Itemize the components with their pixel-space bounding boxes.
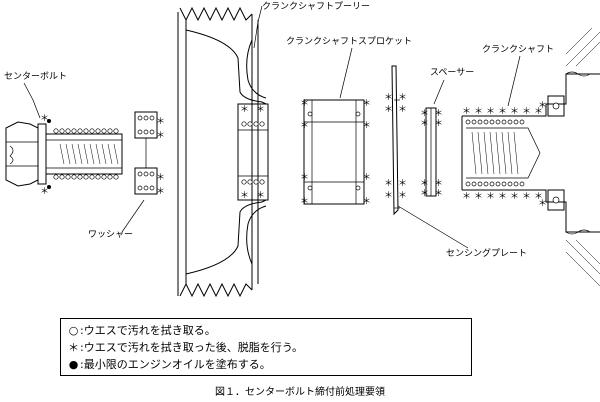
spacer: ＊＊ ＊＊ ＊＊ ＊＊ [420, 107, 443, 199]
leader-spacer [433, 79, 445, 105]
svg-text:＊: ＊ [498, 192, 507, 202]
svg-text:＊: ＊ [40, 114, 49, 124]
figure-caption: 図１．センターボルト締付前処理要領 [215, 387, 385, 398]
svg-text:＊: ＊ [398, 179, 407, 189]
svg-text:＊: ＊ [300, 197, 309, 207]
svg-text:＊: ＊ [510, 192, 519, 202]
svg-text:＊: ＊ [434, 109, 443, 119]
legend-row-wipe: ○:ウエスで汚れを拭き取る。 [67, 322, 465, 339]
svg-text:＊: ＊ [156, 117, 165, 127]
svg-text:＊: ＊ [384, 105, 393, 115]
legend-text-degrease: :ウエスで汚れを拭き取った後、脱脂を行う。 [80, 341, 304, 354]
svg-text:＊: ＊ [462, 107, 471, 117]
label-washer: ワッシャー [88, 230, 133, 240]
svg-text:＊: ＊ [434, 189, 443, 199]
legend-text-oil: :最小限のエンジンオイルを塗布する。 [80, 358, 271, 371]
label-sprocket: クランクシャフトスプロケット [286, 36, 412, 47]
svg-text:＊: ＊ [420, 109, 429, 119]
svg-text:＊: ＊ [434, 119, 443, 129]
svg-text:＊: ＊ [398, 105, 407, 115]
svg-text:＊: ＊ [462, 192, 471, 202]
label-sensing-plate: センシングプレート [446, 247, 527, 259]
svg-text:＊: ＊ [522, 192, 531, 202]
svg-text:＊: ＊ [300, 173, 309, 183]
leader-pulley [253, 5, 263, 49]
svg-text:＊: ＊ [420, 189, 429, 199]
label-spacer: スペーサー [430, 67, 474, 78]
svg-text:＊: ＊ [522, 107, 531, 117]
svg-text:＊: ＊ [510, 107, 519, 117]
svg-text:＊: ＊ [156, 173, 165, 183]
leader-sprocket [339, 47, 353, 99]
bolt-wipe-rings [53, 128, 119, 180]
svg-text:＊: ＊ [384, 93, 393, 103]
svg-text:＊: ＊ [420, 179, 429, 189]
legend-row-degrease: ＊:ウエスで汚れを拭き取った後、脱脂を行う。 [67, 339, 465, 356]
svg-text:＊: ＊ [156, 187, 165, 197]
svg-text:＊: ＊ [474, 192, 483, 202]
svg-text:＊: ＊ [486, 107, 495, 117]
center-bolt: ＊ ＊ [5, 114, 123, 197]
svg-text:＊: ＊ [538, 101, 547, 111]
svg-text:＊: ＊ [474, 107, 483, 117]
leader-center-bolt [23, 82, 41, 119]
svg-text:＊: ＊ [362, 173, 371, 183]
svg-text:＊: ＊ [384, 191, 393, 201]
sensing-plate: ＊ ＊ ＊ ＊ ＊ ＊ ＊ ＊ [384, 65, 407, 216]
label-pulley: クランクシャフトプーリー [262, 1, 370, 12]
svg-text:＊: ＊ [362, 121, 371, 131]
oil-symbol: ● [68, 358, 79, 371]
svg-text:＊: ＊ [362, 99, 371, 109]
wipe-symbol: ○ [68, 324, 79, 337]
svg-text:＊: ＊ [538, 199, 547, 209]
svg-text:＊: ＊ [498, 107, 507, 117]
label-crankshaft: クランクシャフト [482, 44, 554, 55]
degrease-symbol: ＊ [68, 341, 79, 354]
legend-text-wipe: :ウエスで汚れを拭き取る。 [80, 324, 216, 337]
svg-text:＊: ＊ [240, 191, 249, 201]
svg-text:＊: ＊ [40, 187, 49, 197]
svg-text:＊: ＊ [300, 121, 309, 131]
bolt-oil-dots [47, 119, 51, 189]
svg-text:＊: ＊ [398, 191, 407, 201]
svg-text:＊: ＊ [398, 93, 407, 103]
svg-text:＊: ＊ [300, 99, 309, 109]
leader-sensing-plate [397, 205, 469, 249]
leader-washer [121, 199, 145, 233]
svg-text:＊: ＊ [534, 192, 543, 202]
crankshaft-pulley: ＊ ＊ ＊ ＊ [177, 6, 269, 298]
svg-text:＊: ＊ [156, 131, 165, 141]
crankshaft-sprocket: ＊ ＊ ＊ ＊ ＊ ＊ ＊ ＊ [300, 99, 371, 207]
legend-row-oil: ●:最小限のエンジンオイルを塗布する。 [67, 356, 465, 373]
leader-crankshaft [507, 55, 521, 107]
svg-text:＊: ＊ [362, 197, 371, 207]
svg-text:＊: ＊ [420, 119, 429, 129]
svg-text:＊: ＊ [240, 105, 249, 115]
svg-text:＊: ＊ [256, 105, 265, 115]
svg-text:＊: ＊ [534, 107, 543, 117]
legend-box: ○:ウエスで汚れを拭き取る。 ＊:ウエスで汚れを拭き取った後、脱脂を行う。 ●:… [60, 318, 472, 376]
washer: ＊ ＊ ＊ ＊ [134, 111, 165, 197]
svg-text:＊: ＊ [434, 179, 443, 189]
svg-text:＊: ＊ [486, 192, 495, 202]
crankshaft: ＊＊ ＊＊ ＊＊ ＊ ＊＊ ＊＊ ＊＊ ＊ ＊＊ [461, 27, 600, 287]
label-center-bolt: センターボルト [4, 71, 67, 82]
svg-text:＊: ＊ [256, 191, 265, 201]
svg-text:＊: ＊ [384, 179, 393, 189]
